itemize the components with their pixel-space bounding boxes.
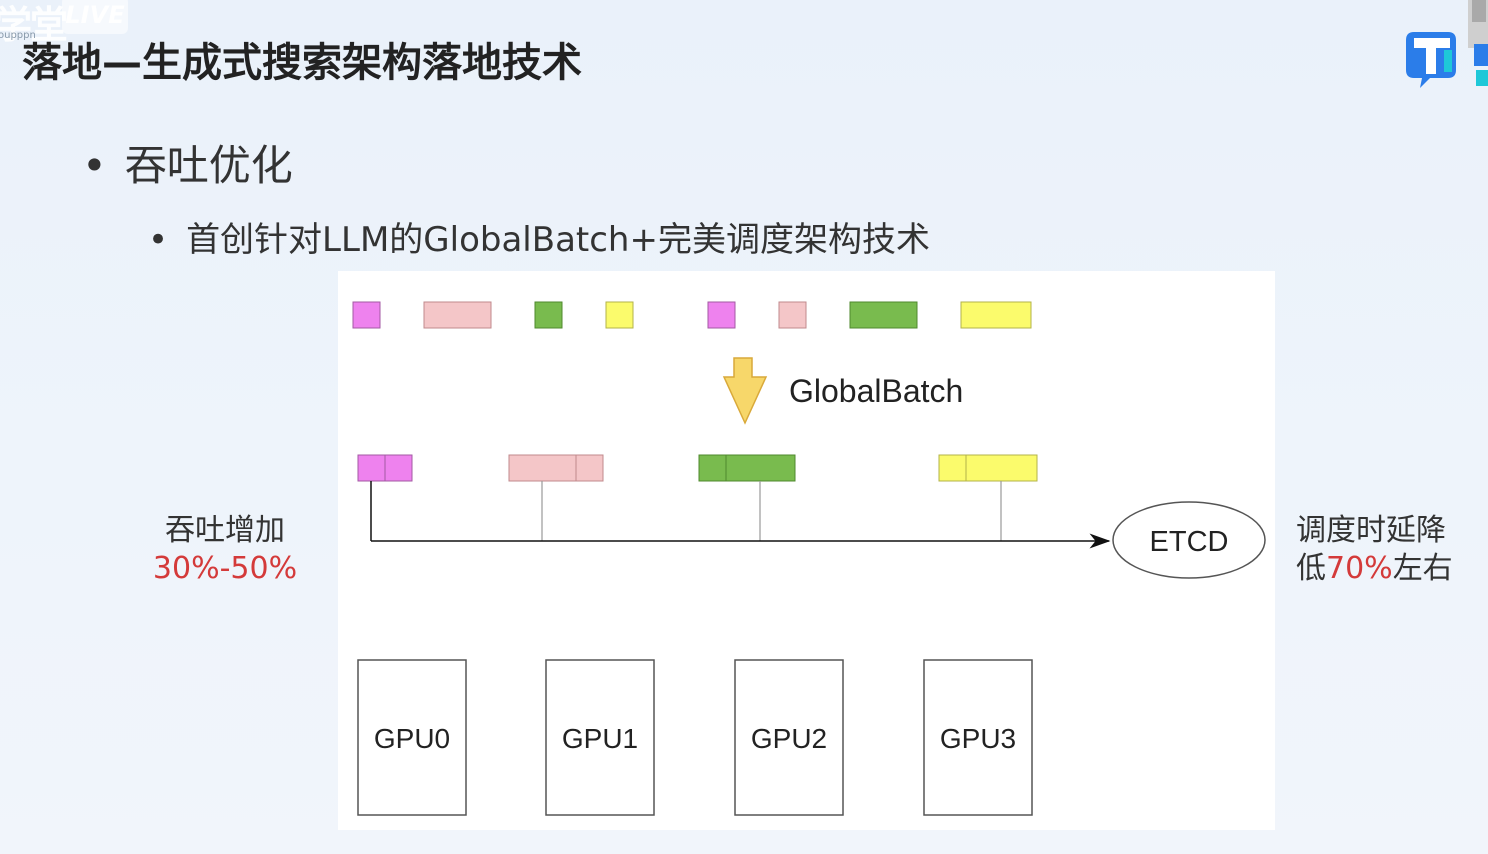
request-block xyxy=(960,301,1032,329)
request-block xyxy=(352,301,381,329)
request-block xyxy=(534,301,563,329)
latency-prefix: 低 xyxy=(1296,551,1326,586)
live-watermark: 学堂 LIVE oupppn xyxy=(0,0,144,47)
throughput-note: 吞吐增加 30%-50% xyxy=(150,512,300,588)
watermark-live-badge: LIVE xyxy=(62,0,128,34)
watermark-sub: oupppn xyxy=(0,30,36,41)
gpu-label: GPU2 xyxy=(751,723,827,754)
latency-label: 调度时延降 xyxy=(1296,513,1446,548)
bullet-level1: • 吞吐优化 xyxy=(82,132,293,193)
window-edge-dark xyxy=(1472,0,1486,22)
batch-block xyxy=(965,454,1038,482)
batch-block xyxy=(938,454,967,482)
slide-title: 落地—生成式搜索架构落地技术 xyxy=(22,40,582,86)
batch-block xyxy=(575,454,604,482)
throughput-value: 30%-50% xyxy=(152,551,298,586)
batch-block xyxy=(725,454,796,482)
globalbatch-label: GlobalBatch xyxy=(789,373,963,409)
latency-value-line: 低70%左右 xyxy=(1296,550,1466,588)
gpu-box xyxy=(357,659,467,816)
batch-block xyxy=(384,454,413,482)
latency-note: 调度时延降 低70%左右 xyxy=(1296,512,1466,588)
request-block xyxy=(849,301,918,329)
request-block xyxy=(778,301,807,329)
throughput-label: 吞吐增加 xyxy=(165,513,285,548)
latency-suffix: 左右 xyxy=(1392,551,1453,586)
batch-block xyxy=(357,454,386,482)
request-block xyxy=(605,301,634,329)
gpu-box xyxy=(545,659,655,816)
watermark-brand: 学堂 xyxy=(0,3,68,47)
gpu-box xyxy=(923,659,1033,816)
request-block xyxy=(423,301,492,329)
bullet-level2-text: 首创针对LLM的GlobalBatch+完美调度架构技术 xyxy=(186,220,930,260)
brand-logo-icon xyxy=(1406,32,1488,88)
latency-value: 70% xyxy=(1326,551,1393,586)
request-block xyxy=(707,301,736,329)
gpu-label: GPU0 xyxy=(374,723,450,754)
bullet-level2: • 首创针对LLM的GlobalBatch+完美调度架构技术 xyxy=(148,212,930,261)
bullet-level1-text: 吞吐优化 xyxy=(124,141,293,190)
gpu-label: GPU1 xyxy=(562,723,638,754)
bullet-dot: • xyxy=(82,141,107,190)
bullet-dot: • xyxy=(148,220,169,260)
etcd-node xyxy=(1112,501,1266,579)
batch-block xyxy=(698,454,727,482)
etcd-label: ETCD xyxy=(1150,526,1229,558)
gpu-label: GPU3 xyxy=(940,723,1016,754)
down-arrow-icon xyxy=(722,357,768,425)
gpu-box xyxy=(734,659,844,816)
globalbatch-diagram: GlobalBatch ETCD GPU0 GPU1 GPU2 GPU3 xyxy=(338,271,1275,830)
batch-block xyxy=(508,454,577,482)
